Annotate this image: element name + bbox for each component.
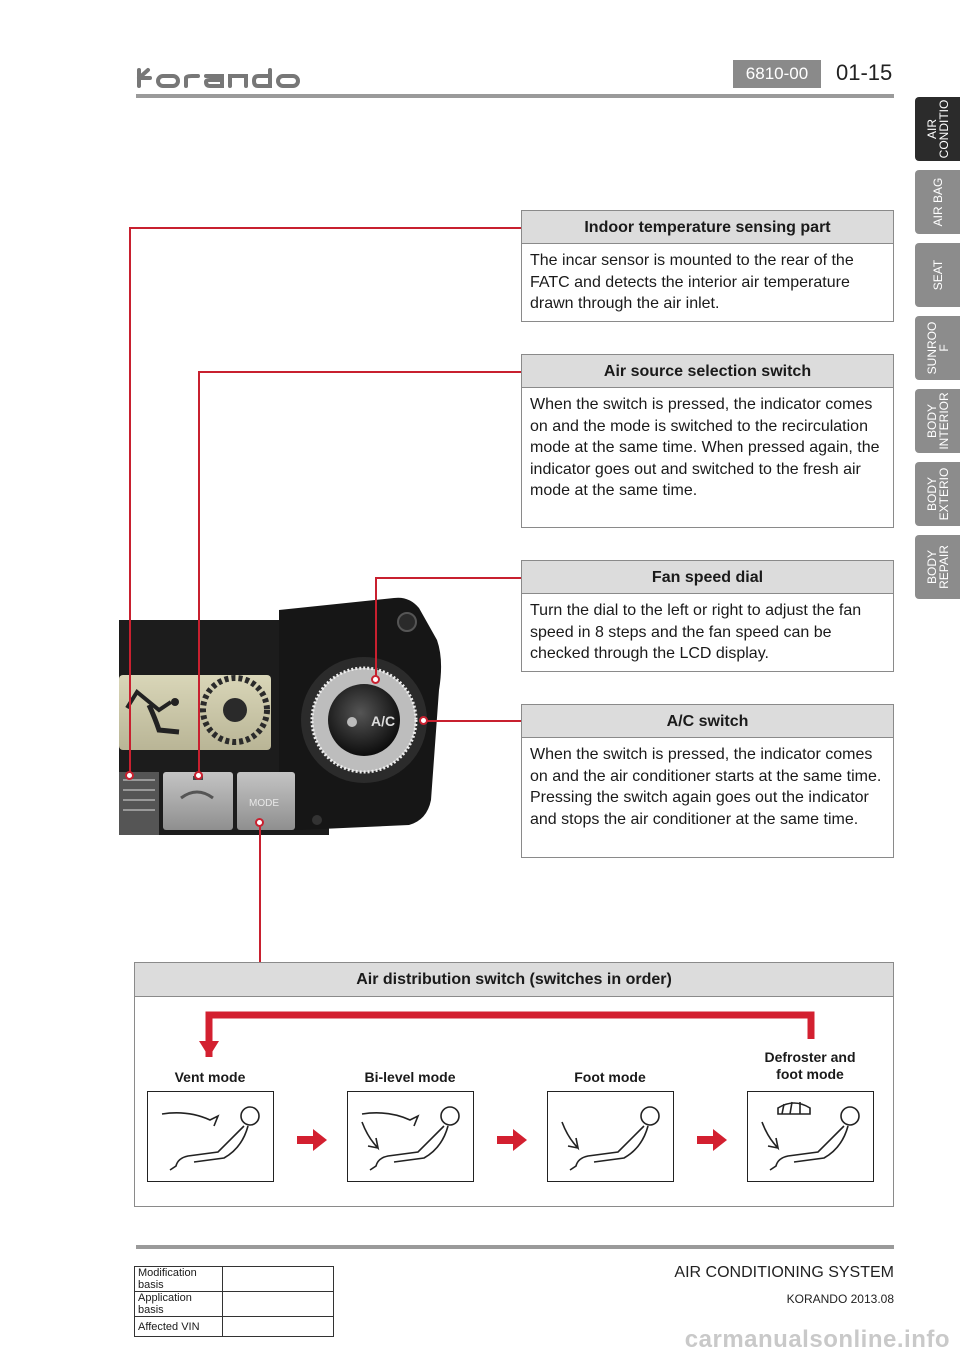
header-divider (136, 94, 894, 98)
defroster-foot-mode-icon (747, 1091, 874, 1182)
callout-body: When the switch is pressed, the indicato… (530, 396, 880, 499)
watermark: carmanualsonline.info (684, 1326, 950, 1353)
page-number: 01-15 (836, 60, 893, 85)
footer-model: KORANDO 2013.08 (786, 1292, 894, 1306)
leader-fan-speed-v (375, 577, 377, 679)
ac-knob-label: A/C (371, 713, 395, 729)
revision-label: Affected VIN (134, 1316, 223, 1337)
leader-air-source-v (198, 371, 200, 775)
callout-body: When the switch is pressed, the indicato… (530, 746, 882, 828)
vent-mode-icon (147, 1091, 274, 1182)
mode-label-vent: Vent mode (174, 1069, 246, 1085)
leader-indoor-temp-h (129, 227, 521, 229)
tab-sunroof[interactable]: SUNROO F (915, 316, 960, 380)
mode-label-defroster-foot: Defroster and foot mode (764, 1049, 856, 1082)
revision-value (222, 1266, 334, 1292)
leader-distribution-dot (255, 818, 264, 827)
foot-mode-icon (547, 1091, 674, 1182)
tab-seat[interactable]: SEAT (915, 243, 960, 307)
callout-title: Air source selection switch (522, 355, 893, 388)
tab-body-interior[interactable]: BODY INTERIOR (915, 389, 960, 453)
callout-fan-speed: Fan speed dial Turn the dial to the left… (521, 560, 894, 672)
mode-cycle-arrow (199, 1011, 815, 1057)
tab-body-repair[interactable]: BODY REPAIR (915, 535, 960, 599)
leader-indoor-temp-v (129, 227, 131, 775)
revision-value (222, 1291, 334, 1317)
mode-label-foot: Foot mode (574, 1069, 646, 1085)
fatc-control-panel-image: A/C MODE (119, 597, 442, 835)
revision-table: Modification basis Application basis Aff… (134, 1266, 334, 1337)
next-arrow-icon (697, 1129, 727, 1151)
next-arrow-icon (497, 1129, 527, 1151)
table-row: Affected VIN (134, 1316, 334, 1337)
revision-label: Modification basis (134, 1266, 223, 1292)
callout-body: Turn the dial to the left or right to ad… (530, 602, 862, 662)
callout-body: The incar sensor is mounted to the rear … (530, 252, 854, 312)
revision-value (222, 1316, 334, 1337)
next-arrow-icon (297, 1129, 327, 1151)
leader-ac-switch-h (425, 720, 521, 722)
tab-air-bag[interactable]: AIR BAG (915, 170, 960, 234)
air-distribution-panel: Air distribution switch (switches in ord… (134, 962, 894, 1207)
revision-label: Application basis (134, 1291, 223, 1317)
distribution-title: Air distribution switch (switches in ord… (135, 963, 893, 997)
korando-logo (137, 68, 300, 88)
callout-title: Indoor temperature sensing part (522, 211, 893, 244)
leader-ac-switch-dot (419, 716, 428, 725)
tab-air-conditioning[interactable]: AIR CONDITIO (915, 97, 960, 161)
leader-fan-speed-dot (371, 675, 380, 684)
callout-air-source: Air source selection switch When the swi… (521, 354, 894, 528)
tab-body-exterior[interactable]: BODY EXTERIO (915, 462, 960, 526)
table-row: Application basis (134, 1291, 334, 1317)
leader-air-source-h (198, 371, 521, 373)
leader-fan-speed-h (375, 577, 521, 579)
callout-indoor-temperature: Indoor temperature sensing part The inca… (521, 210, 894, 322)
mode-button-label: MODE (249, 798, 279, 809)
bilevel-mode-icon (347, 1091, 474, 1182)
footer-section-title: AIR CONDITIONING SYSTEM (674, 1264, 894, 1281)
callout-title: Fan speed dial (522, 561, 893, 594)
table-row: Modification basis (134, 1266, 334, 1292)
footer-divider (136, 1245, 894, 1249)
leader-distribution-v (259, 822, 261, 962)
section-code-badge: 6810-00 (733, 60, 821, 88)
callout-ac-switch: A/C switch When the switch is pressed, t… (521, 704, 894, 858)
callout-title: A/C switch (522, 705, 893, 738)
leader-air-source-dot (194, 771, 203, 780)
mode-label-bilevel: Bi-level mode (364, 1069, 456, 1085)
leader-indoor-temp-dot (125, 771, 134, 780)
